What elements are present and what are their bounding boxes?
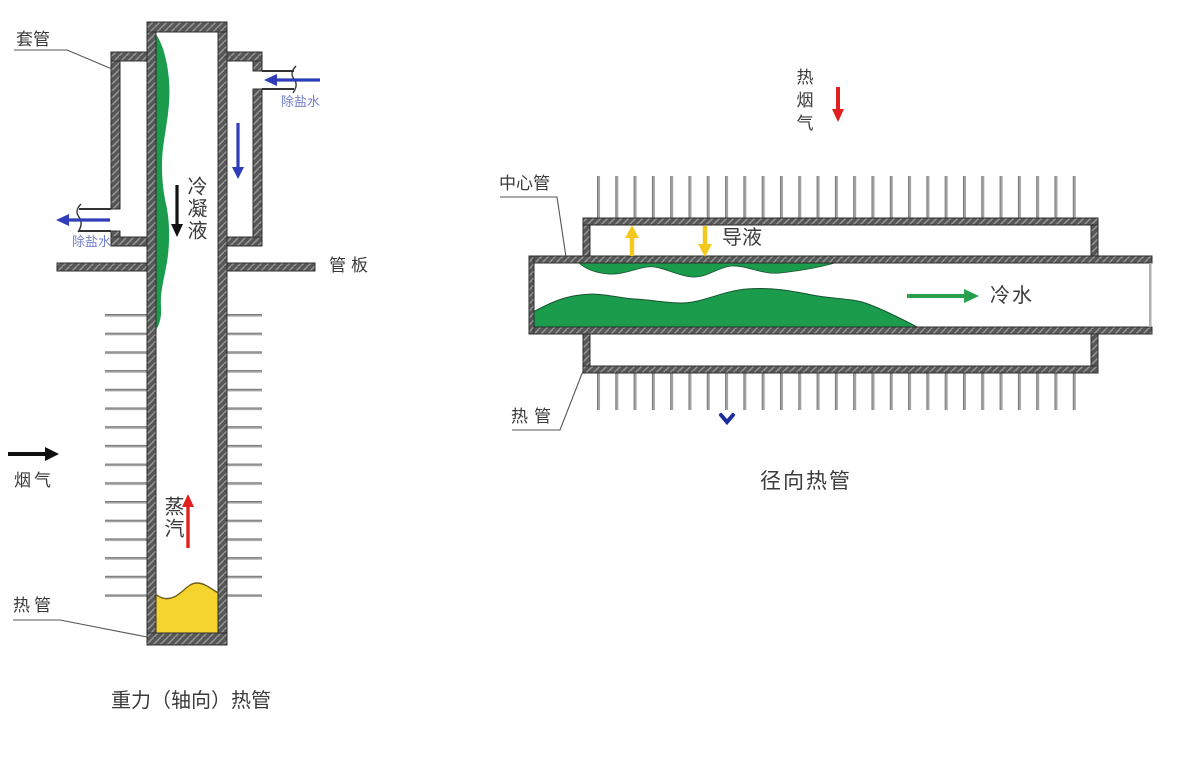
radial-heat-pipe-diagram bbox=[500, 87, 1153, 431]
left-fin-bank-right bbox=[227, 313, 262, 597]
center-tube-walls bbox=[528, 255, 1153, 335]
heat-pipe-right-leader-line bbox=[512, 370, 584, 431]
heat-pipe-leader-line bbox=[13, 619, 148, 638]
center-tube-label: 中心管 bbox=[499, 174, 550, 193]
condensate-down-arrow bbox=[171, 185, 183, 237]
tube-sheet-plate bbox=[56, 262, 316, 272]
casing-label: 套管 bbox=[16, 30, 50, 49]
casing-jacket-walls bbox=[110, 51, 263, 247]
jacket-flow-down-arrow bbox=[232, 123, 244, 179]
radial-heat-pipe-caption: 径向热管 bbox=[760, 469, 852, 493]
casing-leader-line bbox=[14, 49, 113, 70]
hot-flue-gas-down-arrow bbox=[832, 87, 844, 122]
blue-chevron-mark bbox=[719, 413, 735, 426]
right-fin-bank-bottom bbox=[597, 373, 1088, 410]
heat-pipe-right-label: 热管 bbox=[511, 407, 557, 426]
tube-sheet-label: 管板 bbox=[329, 256, 373, 275]
axial-heat-pipe-caption: 重力（轴向）热管 bbox=[111, 690, 271, 712]
center-tube-leader-line bbox=[500, 196, 567, 258]
evaporator-pool-shape bbox=[153, 582, 221, 635]
condensate-film-shape bbox=[154, 32, 170, 333]
center-tube-open-end bbox=[1149, 263, 1152, 327]
vapor-up-arrow bbox=[625, 225, 639, 256]
cold-water-label: 冷水 bbox=[990, 285, 1034, 307]
water-outlet-stub bbox=[76, 203, 111, 233]
flue-gas-label: 烟气 bbox=[14, 471, 54, 490]
demin-water-outlet-label: 除盐水 bbox=[72, 234, 112, 249]
demin-water-inlet-label: 除盐水 bbox=[281, 94, 321, 109]
steam-label: 蒸汽 bbox=[161, 496, 183, 540]
demin-water-outlet-arrow bbox=[56, 214, 110, 226]
hot-flue-gas-label: 热烟气 bbox=[793, 68, 813, 137]
liquid-return-down-arrow bbox=[698, 226, 712, 257]
left-heat-pipe-walls bbox=[146, 21, 228, 646]
condensate-label: 冷凝液 bbox=[184, 176, 206, 242]
liquid-transfer-label: 导液 bbox=[722, 227, 762, 249]
heat-pipe-left-label: 热管 bbox=[13, 596, 55, 615]
axial-heat-pipe-diagram bbox=[8, 21, 320, 646]
steam-up-arrow bbox=[182, 494, 194, 548]
right-fin-bank-top bbox=[597, 176, 1088, 218]
demin-water-inlet-arrow bbox=[264, 74, 320, 86]
upper-liquid-film-shape bbox=[577, 261, 839, 278]
cold-water-flow-arrow bbox=[907, 289, 979, 303]
lower-liquid-pool-shape bbox=[532, 287, 920, 329]
left-fin-bank-left bbox=[105, 313, 147, 597]
flue-gas-arrow bbox=[8, 447, 59, 461]
outer-heat-pipe-walls bbox=[582, 217, 1099, 374]
